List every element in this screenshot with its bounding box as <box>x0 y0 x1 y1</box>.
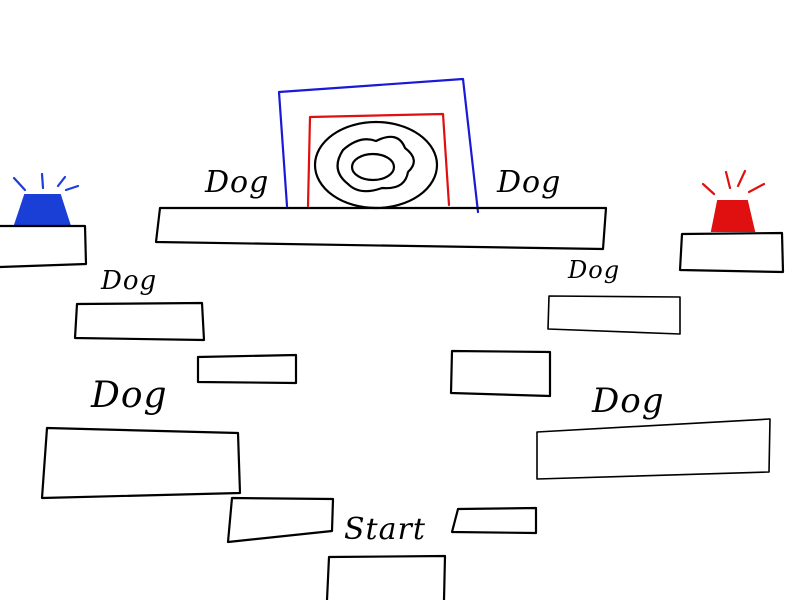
dog-label-top-right: Dog <box>497 165 562 200</box>
platform-right-2 <box>449 349 552 398</box>
dog-label-right-2: Dog <box>592 381 665 421</box>
blue-buzzer-platform <box>0 224 88 269</box>
red-buzzer-icon <box>701 169 766 232</box>
platform-left-4 <box>226 496 335 544</box>
platform-right-3 <box>536 418 771 480</box>
goal-inner-frame <box>306 112 451 208</box>
red-buzzer-platform <box>678 231 785 274</box>
dog-label-top-left: Dog <box>205 165 270 200</box>
dog-label-left-1: Dog <box>101 266 158 296</box>
start-platform <box>325 554 447 600</box>
platform-left-3 <box>40 426 242 500</box>
platform-right-4 <box>450 506 538 535</box>
dog-label-right-1: Dog <box>568 256 621 284</box>
dog-label-left-2: Dog <box>91 375 168 416</box>
platform-right-1 <box>547 295 681 335</box>
donut-icon <box>313 120 439 210</box>
goal-outer-frame <box>277 77 480 214</box>
platform-left-2 <box>196 353 298 385</box>
platform-left-1 <box>73 301 206 342</box>
start-label: Start <box>344 512 426 547</box>
blue-buzzer-icon <box>12 172 80 228</box>
goal-platform <box>154 206 608 251</box>
